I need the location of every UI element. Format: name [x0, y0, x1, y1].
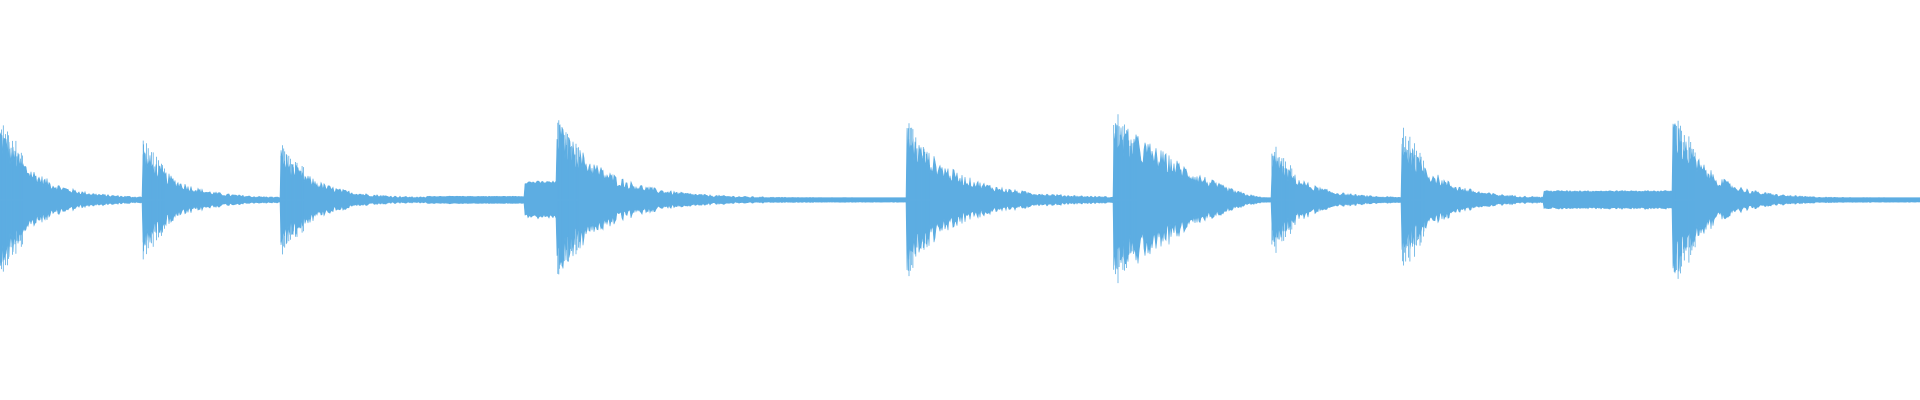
- waveform-onset-8: [1113, 114, 1137, 284]
- waveform-channel: [0, 114, 1920, 284]
- waveform-onset-3: [280, 145, 304, 255]
- waveform-onset-7: [906, 123, 930, 277]
- waveform-onset-6: [557, 120, 580, 275]
- waveform-onset-1: [0, 125, 23, 272]
- waveform-envelope: [0, 123, 1920, 274]
